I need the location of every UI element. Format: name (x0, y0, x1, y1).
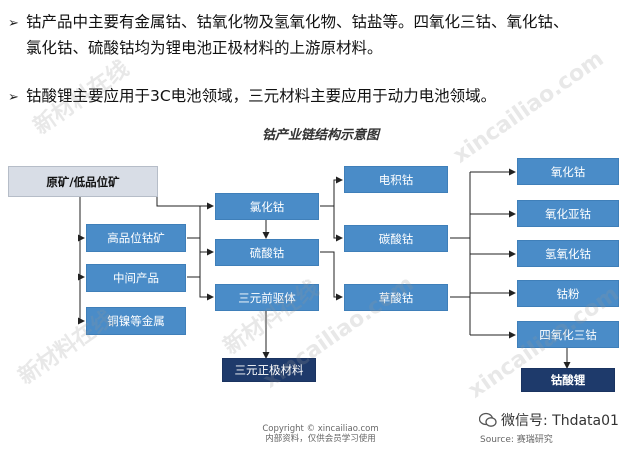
node-cobalt-oxalate: 草酸钴 (344, 284, 448, 311)
edge-raw-cu (78, 277, 85, 325)
wechat-text: 微信号: Thdata01 (501, 413, 619, 429)
node-high-grade-ore: 高品位钴矿 (86, 224, 186, 252)
node-electro-cobalt: 电积钴 (344, 166, 448, 193)
bullet-2: ➢ 钴酸锂主要应用于3C电池领域，三元材料主要应用于动力电池领域。 (8, 84, 633, 110)
node-precursor: 三元前驱体 (215, 284, 319, 311)
node-intermediate: 中间产品 (86, 264, 186, 292)
node-tricobalt-tetroxide: 四氧化三钴 (517, 321, 619, 348)
source-label: Source: 赛瑞研究 (480, 435, 553, 445)
node-ternary-cathode: 三元正极材料 (222, 358, 316, 382)
edge-raw-mid (78, 238, 85, 281)
edge-raw-chloride (156, 180, 214, 210)
copyright-text: Copyright © xincailiao.com (262, 424, 379, 434)
node-cobalt-hydroxide: 氢氧化钴 (517, 240, 619, 267)
node-cobalt-oxide: 氧化钴 (517, 158, 619, 185)
node-cobalt-sulfate: 硫酸钴 (215, 239, 319, 266)
diagram-title: 钴产业链结构示意图 (261, 128, 379, 143)
bullet-1-line2: 氯化钴、硫酸钴均为锂电池正极材料的上游原材料。 (26, 39, 383, 57)
wechat-id: 微信号: Thdata01 (479, 410, 619, 430)
bullet-arrow-icon: ➢ (8, 16, 19, 31)
node-raw-ore: 原矿/低品位矿 (8, 166, 158, 197)
node-cobaltous-oxide: 氧化亚钴 (517, 200, 619, 227)
edge-raw-high (78, 197, 85, 242)
bullet-2-line1: 钴酸锂主要应用于3C电池领域，三元材料主要应用于动力电池领域。 (26, 87, 497, 105)
edge-chloride-electro (320, 176, 343, 207)
edge-chloride-carbonate (333, 206, 343, 242)
node-copper-nickel: 铜镍等金属 (86, 307, 186, 335)
node-cobalt-carbonate: 碳酸钴 (344, 225, 448, 252)
wechat-icon (479, 412, 497, 427)
copyright-block: Copyright © xincailiao.com 内部资料，仅供会员学习使用 (0, 424, 641, 444)
internal-note: 内部资料，仅供会员学习使用 (265, 434, 376, 444)
edge-sulfate-oxalate (320, 251, 343, 301)
bullet-arrow-icon: ➢ (8, 90, 19, 105)
edge-join-precursor (199, 206, 214, 301)
bullet-1: ➢ 钴产品中主要有金属钴、钴氧化物及氢氧化物、钴盐等。四氧化三钴、氧化钴、 氯化钴… (8, 10, 633, 60)
bullet-1-line1: 钴产品中主要有金属钴、钴氧化物及氢氧化物、钴盐等。四氧化三钴、氧化钴、 (26, 13, 569, 31)
node-lithium-cobalt-oxide: 钴酸锂 (521, 368, 615, 392)
node-cobalt-chloride: 氯化钴 (215, 193, 319, 220)
node-cobalt-powder: 钴粉 (517, 280, 619, 307)
